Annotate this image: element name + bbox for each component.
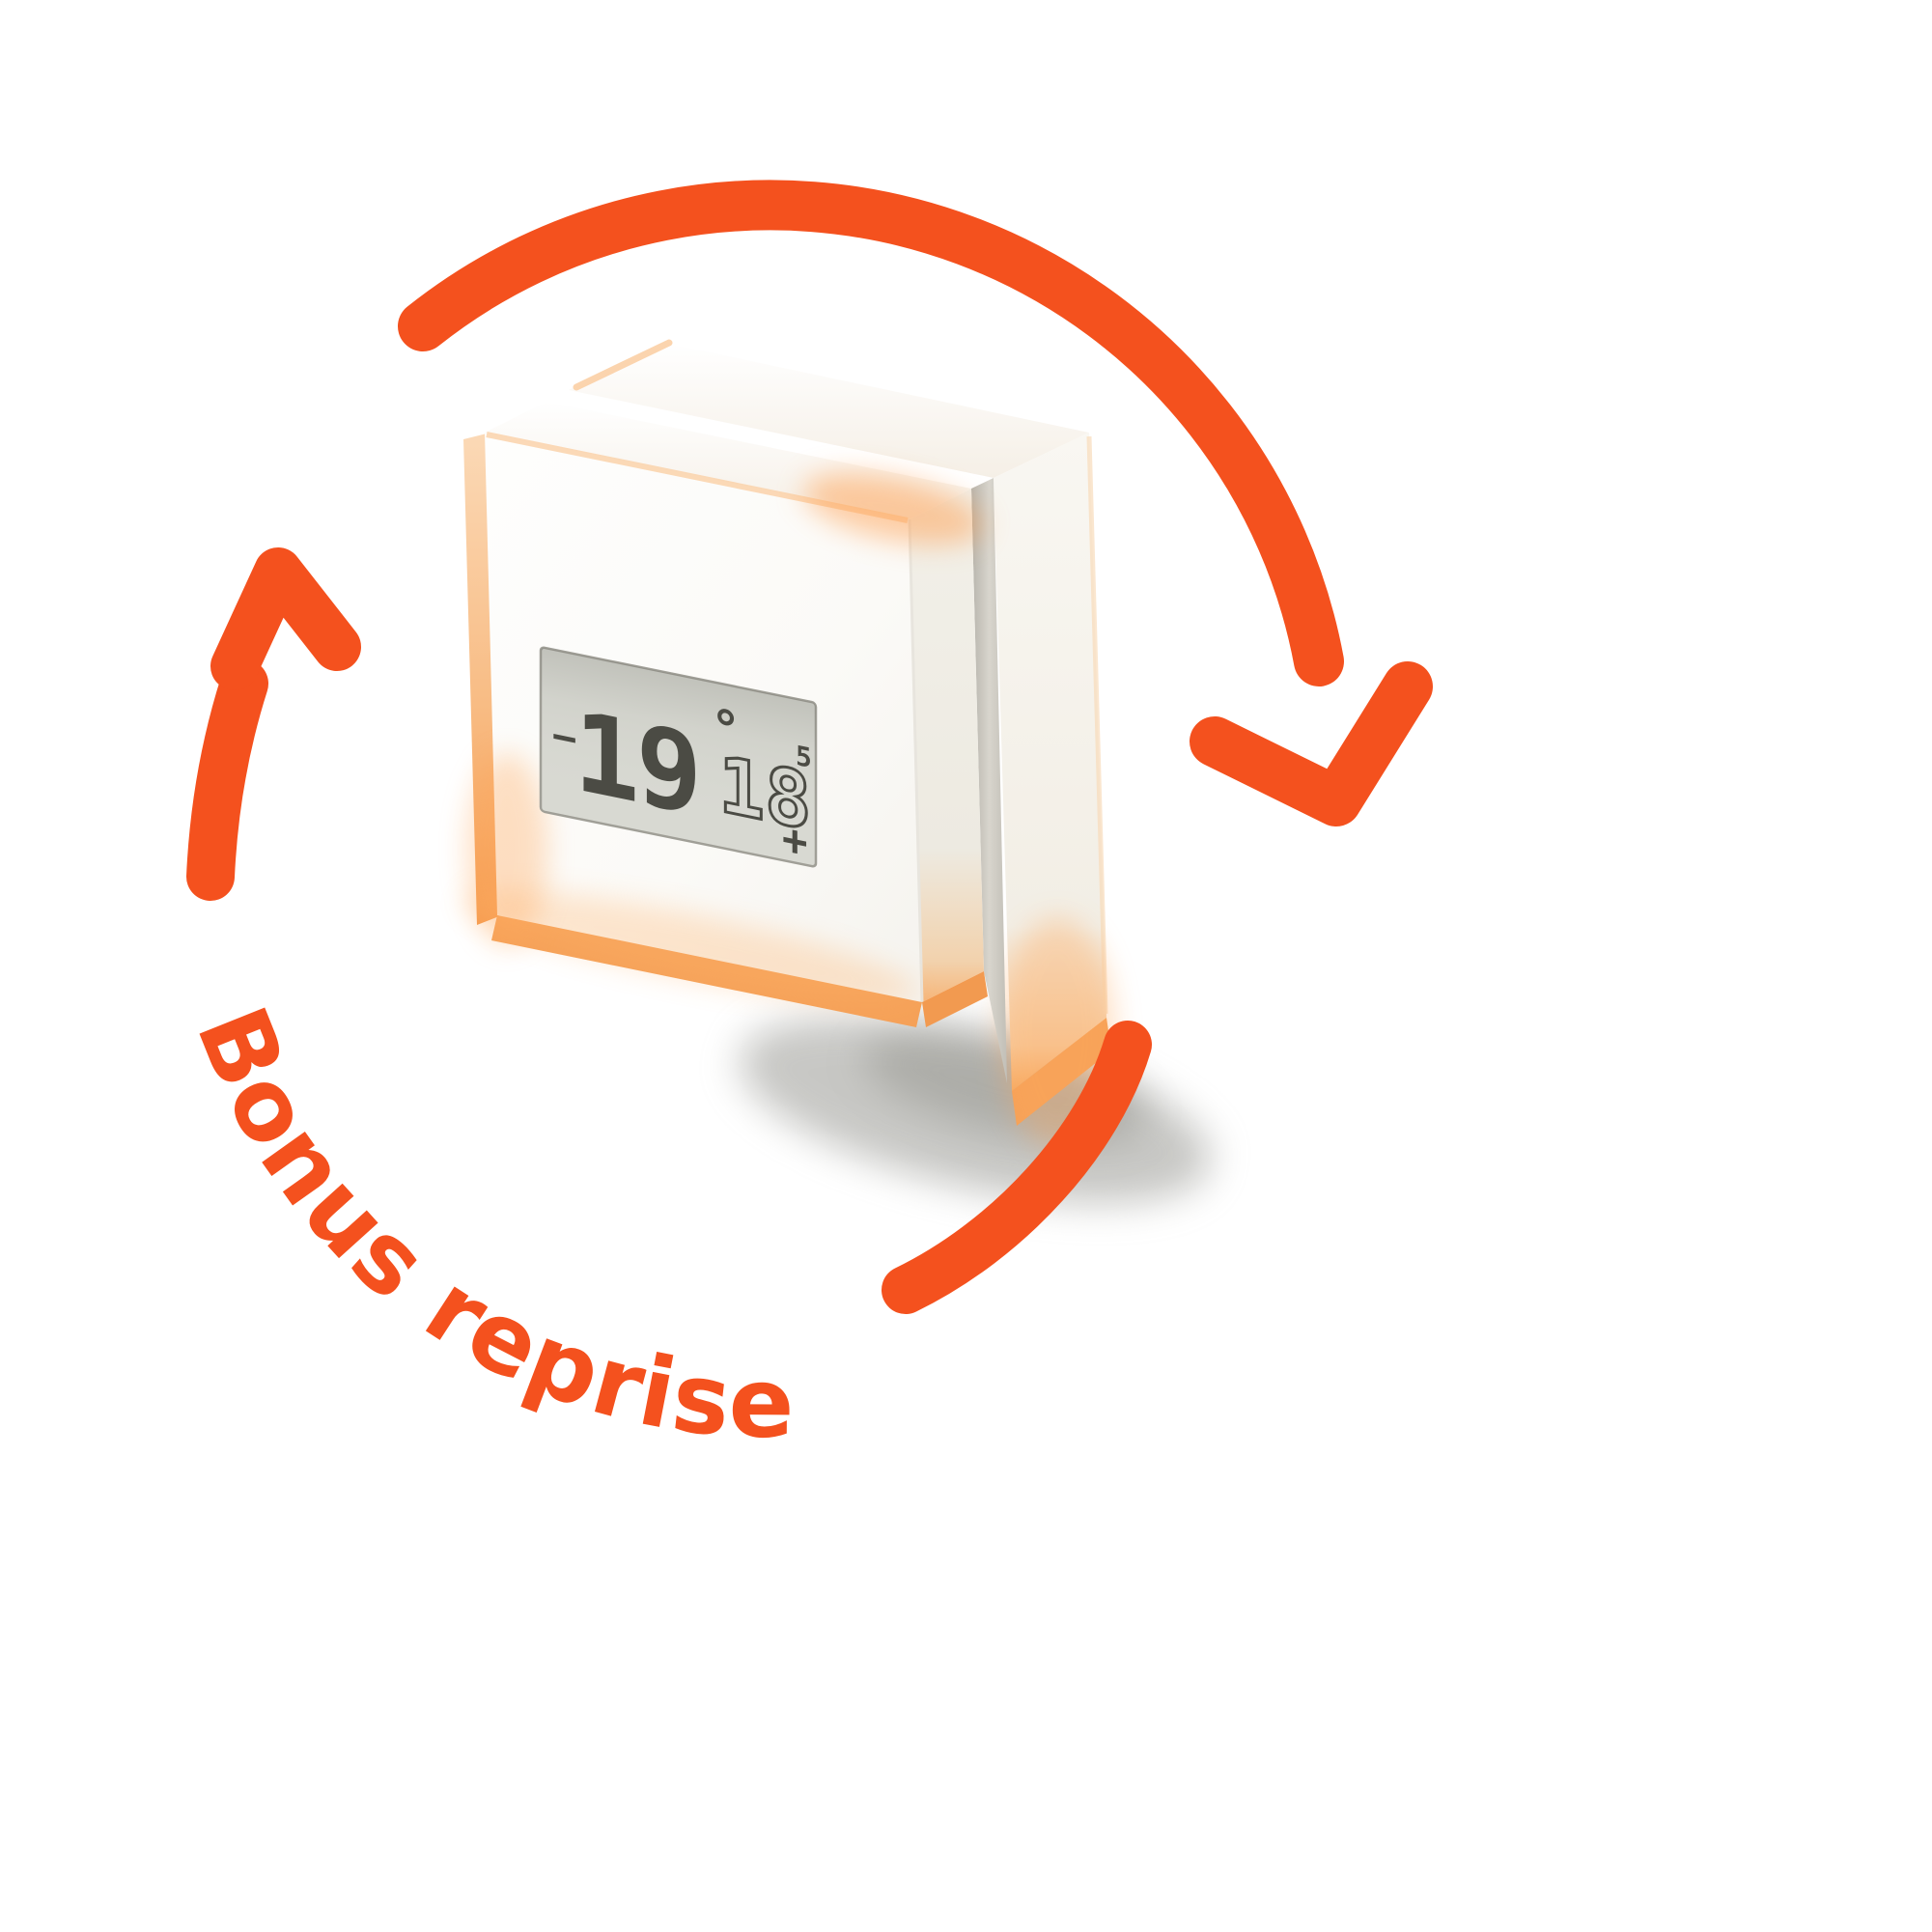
left-inner-glow <box>466 753 547 946</box>
arrowhead-left-icon <box>210 547 361 690</box>
bottom-inner-glow <box>462 889 918 1003</box>
front-right-crease <box>908 518 924 1003</box>
display-degree: ° <box>711 697 741 762</box>
side-bottom-glow <box>922 971 988 1027</box>
arrowhead-right-icon <box>1190 661 1433 826</box>
thermostat-back-plate <box>569 339 1115 1149</box>
thermostat-display: − 19 ° 18 5 + <box>539 646 818 868</box>
circular-arrow-left-segment <box>186 659 268 901</box>
thermostat: − 19 ° 18 5 + <box>462 339 1212 1204</box>
slab-gap <box>971 478 1007 1083</box>
circular-arrow-bottom-segment <box>882 1021 1152 1314</box>
back-plate-top-edge-glow <box>573 339 673 391</box>
circular-arrows <box>186 180 1433 1314</box>
display-measured: 18 <box>718 740 811 849</box>
display-measured-decimal: 5 <box>796 740 812 774</box>
display-minus: − <box>552 713 576 765</box>
back-plate-right-edge-glow <box>1086 435 1108 1015</box>
circular-arrow-top <box>398 180 1344 686</box>
display-setpoint: 19 <box>574 687 698 841</box>
display-panel-shade <box>541 647 816 867</box>
front-side-face <box>910 489 984 1002</box>
back-plate-top-face <box>569 343 1089 478</box>
display-plus: + <box>782 814 807 868</box>
bonus-reprise-label: Bonus reprise <box>175 993 795 1460</box>
top-right-glow <box>802 472 984 546</box>
bonus-reprise-text: Bonus reprise <box>175 993 797 1460</box>
